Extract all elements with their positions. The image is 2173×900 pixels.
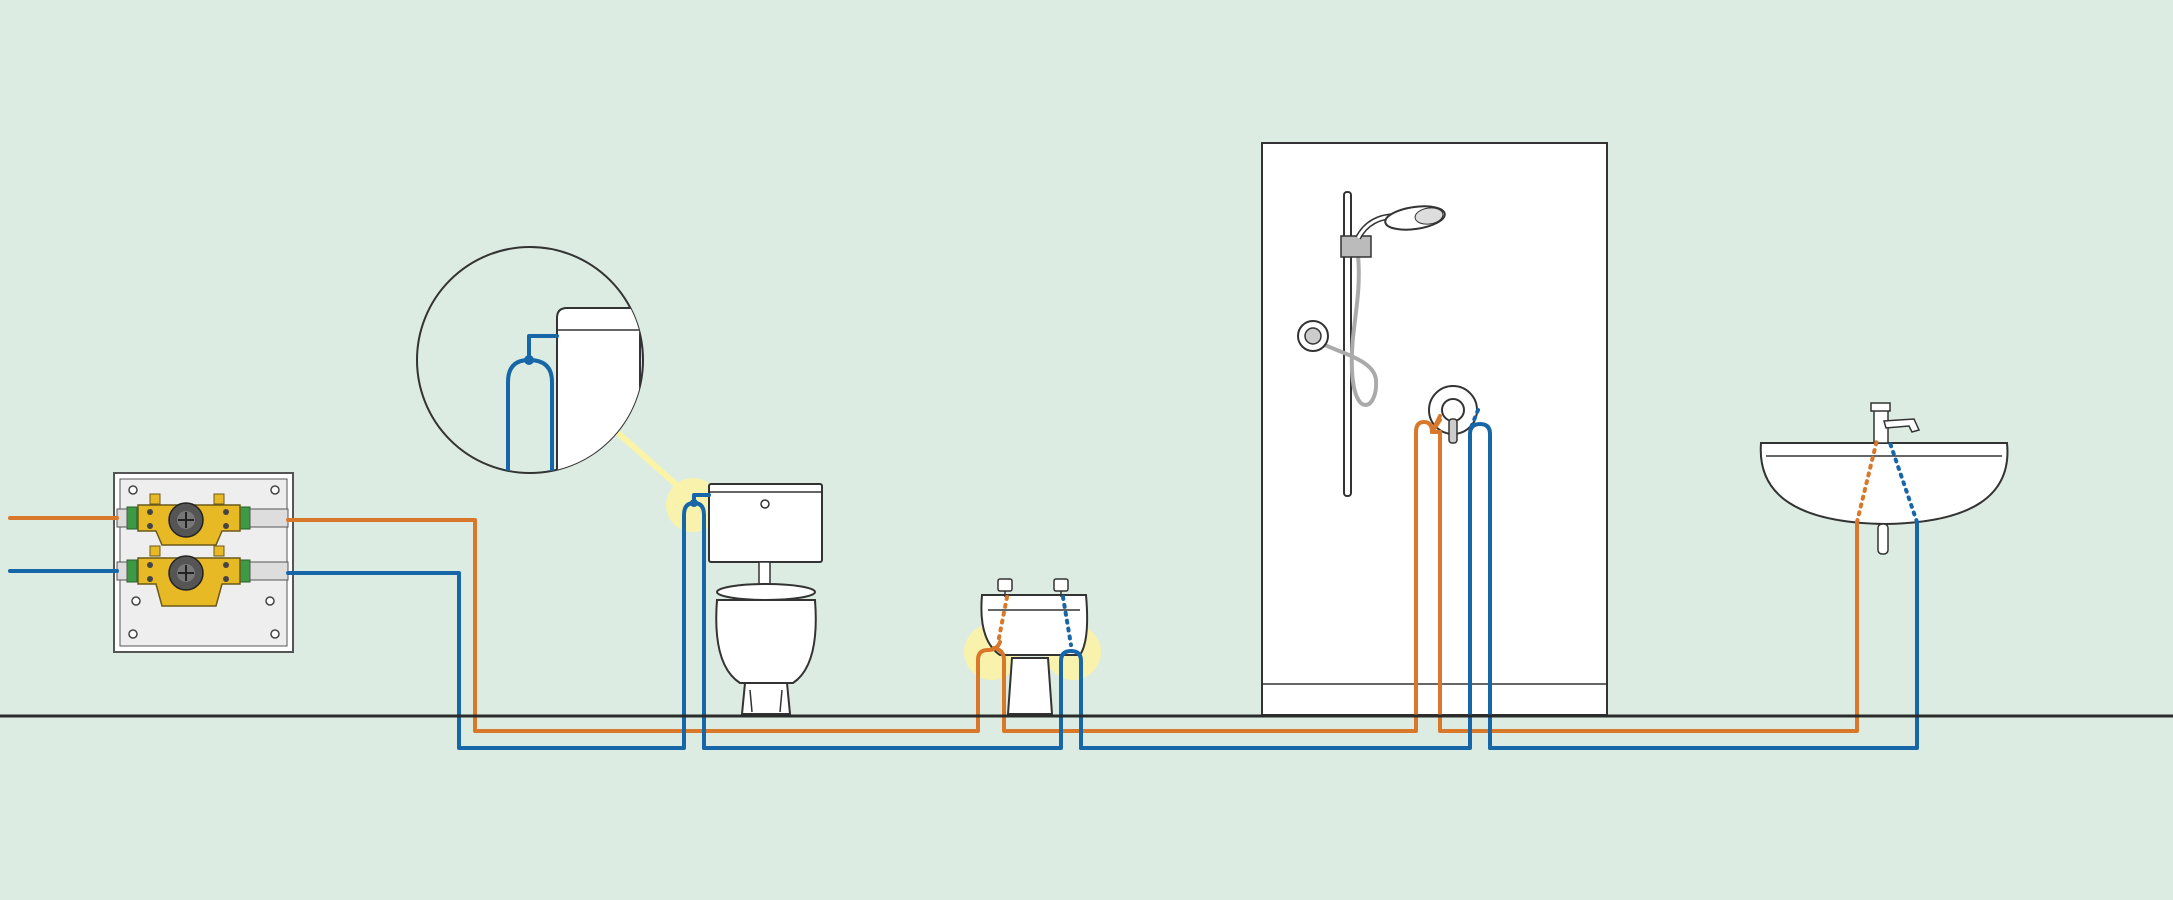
hot-basin-internal	[1855, 438, 1879, 524]
callout-leader-line	[614, 429, 683, 491]
basin-tap-spout	[1883, 418, 1921, 433]
toilet-icon	[708, 483, 823, 715]
cold-pipe-to-basin	[1488, 522, 1919, 750]
hot-pipe-bidet-to-shower	[992, 418, 1442, 733]
hot-pipe-shower-to-basin	[1430, 430, 1859, 733]
toilet-pedestal	[740, 682, 792, 715]
cold-basin-internal	[1887, 438, 1919, 524]
basin-tap-lever	[1870, 402, 1891, 412]
cold-pipe-to-shower	[1079, 422, 1492, 750]
shower-hose	[1311, 253, 1379, 407]
flush-button	[760, 499, 770, 509]
cold-pipe-to-bidet	[702, 649, 1083, 750]
washbasin-icon	[1759, 402, 2009, 555]
bidet-tap-cold	[1053, 578, 1069, 592]
shower-head-holder	[1340, 235, 1372, 258]
shower-mixer-hot-inlet	[1430, 414, 1442, 434]
toilet-seat	[716, 583, 816, 601]
cold-bidet-internal	[1061, 595, 1073, 647]
toilet-bowl	[715, 599, 817, 684]
manifold-cold-valve	[137, 555, 241, 607]
manifold-box-icon	[113, 472, 294, 653]
manifold-hot-valve	[137, 502, 241, 546]
toilet-cistern	[708, 483, 823, 563]
bidet-pedestal	[1006, 657, 1054, 715]
bidet-icon	[980, 578, 1089, 715]
washbasin-trap	[1877, 523, 1889, 555]
hot-bidet-internal	[996, 595, 1009, 645]
magnifier-detail-icon	[416, 246, 644, 474]
bidet-tap-hot	[997, 578, 1013, 592]
shower-mixer-cold-inlet	[1468, 408, 1480, 432]
